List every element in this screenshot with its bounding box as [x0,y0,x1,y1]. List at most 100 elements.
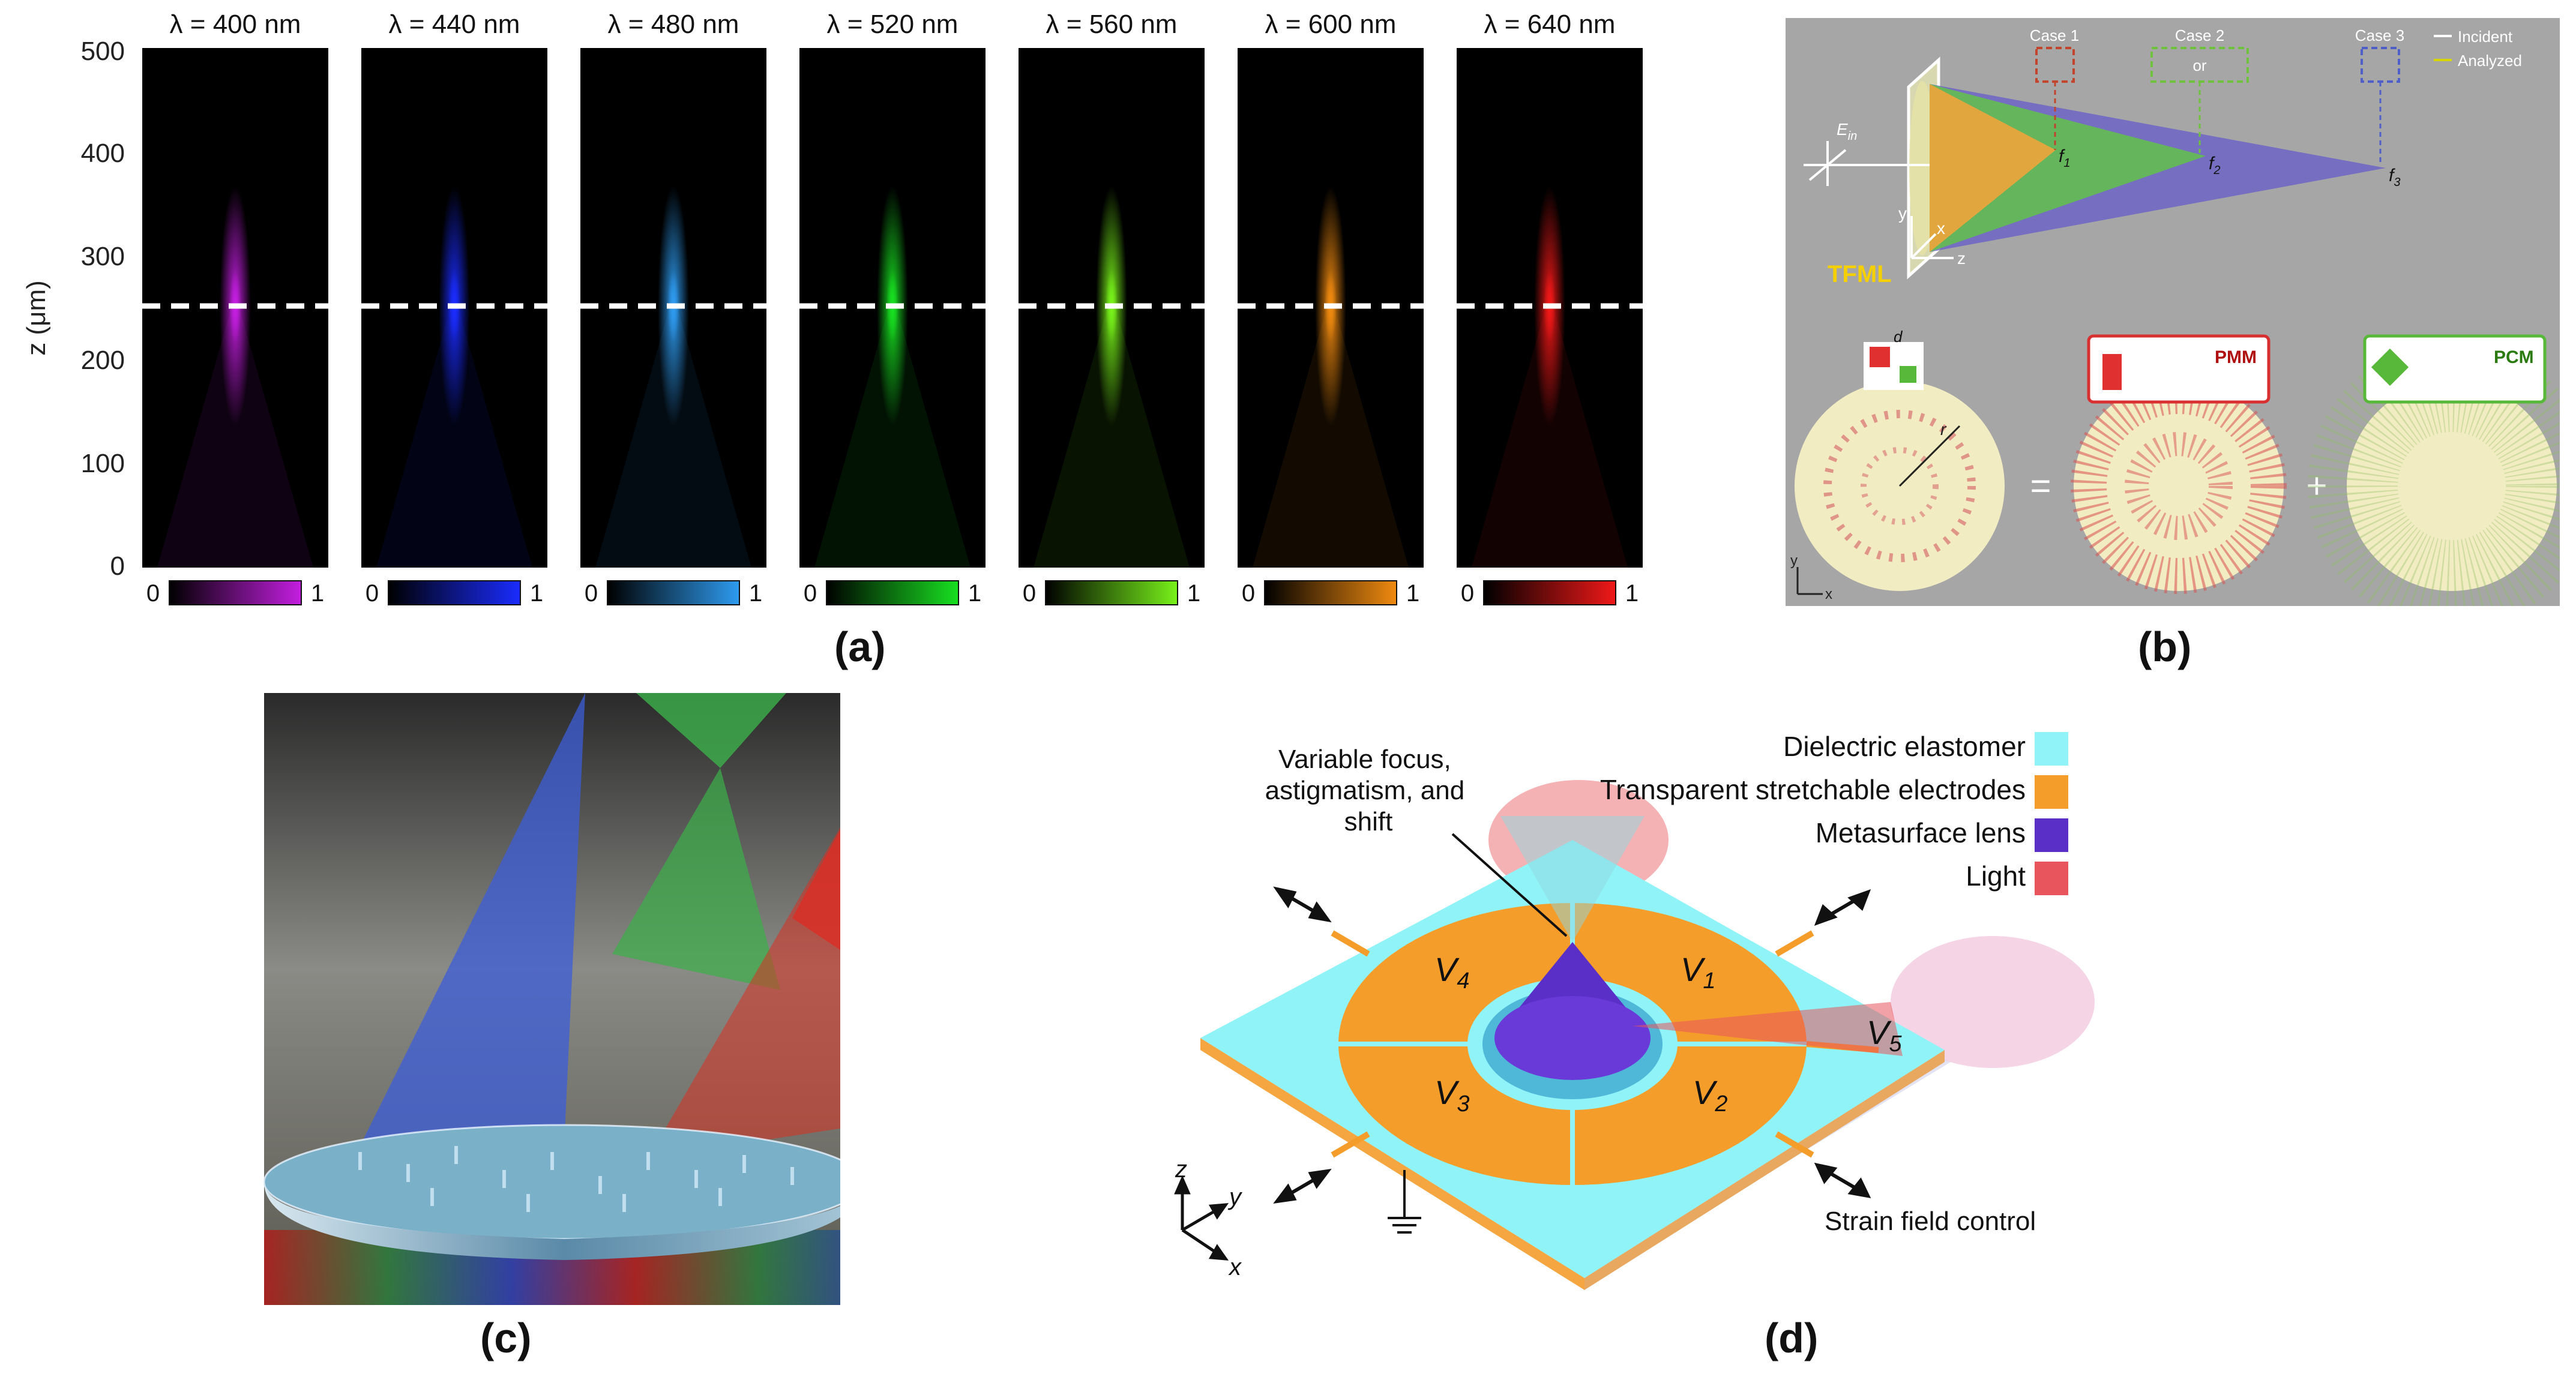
variable-focus-label: Variable focus, astigmatism, and shift [1265,745,1472,836]
panel-a-figure: z (μm) 500 400 300 200 100 0 λ = 400 nm0… [22,10,1643,607]
colorbar [607,580,740,605]
field-column: λ = 440 nm 0 1 [361,10,547,607]
ein-polarization-icon [1804,141,1852,186]
y-axis-label: z (μm) [22,280,51,356]
legend-label: Dielectric elastomer [1783,731,2026,762]
f2-label: f2 [2209,154,2220,177]
case-2-label: Case 2 [2175,26,2224,44]
elastomer-side-right [1584,1050,1945,1290]
colorbar [1264,580,1397,605]
beam-cone [1253,294,1409,568]
colorbar-max: 1 [749,580,762,607]
panel-b-figure: Ein y z x TFML f1 f2 f3 Case 1 Case 2 or… [1786,18,2576,630]
colorbar-max: 1 [530,580,543,607]
y-tick-0: 0 [110,551,125,581]
corner-axes [1796,567,1823,595]
shifted-light-beam [1633,1002,1903,1056]
wavelength-label: λ = 400 nm [170,10,301,39]
voltage-v5: V5 [1867,1013,1902,1057]
f3-label: f3 [2389,166,2400,189]
metalens-disc-top [264,1125,840,1239]
y-tick-300: 300 [81,242,125,271]
case-1: Case 1 [2030,26,2079,150]
tfml-label: TFML [1828,261,1892,287]
beam-cone [376,294,532,568]
voltage-v3: V3 [1434,1073,1470,1117]
colorbar-max: 1 [968,580,981,607]
lens-axis-x: x [1937,219,1945,238]
cell-size-label: d [1894,328,1903,346]
legend-incident: Incident [2458,28,2513,46]
axis-z: z [1175,1156,1187,1183]
wavelength-label: λ = 560 nm [1046,10,1178,39]
radius-label: r [1940,420,1947,439]
caption-d: (d) [1765,1315,1819,1361]
tunable-metalens-diagram: V4 V1 V3 V2 V5 Variable focus, astigmati… [1174,731,2095,1290]
wavelength-label: λ = 600 nm [1265,10,1397,39]
beam-cone [1472,294,1628,568]
colorbar-max: 1 [311,580,324,607]
pcm-label: PCM [2494,347,2534,367]
colorbar [169,580,302,605]
beam-cone [1034,294,1190,568]
strain-field-label: Strain field control [1825,1207,2036,1236]
wavelength-label: λ = 480 nm [608,10,739,39]
variable-focus-pointer [1451,833,1568,937]
caption-a: (a) [834,623,886,670]
case-1-label: Case 1 [2030,26,2079,44]
light-spot-right [1891,936,2095,1068]
colorbar-min: 0 [146,580,160,607]
blue-beam [342,693,585,1182]
colorbar-min: 0 [804,580,817,607]
case-2: Case 2 or [2150,26,2249,153]
legend-swatch [2035,732,2068,766]
colorbar-min: 0 [585,580,598,607]
colorbar-min: 0 [1023,580,1036,607]
plus-sign: + [2306,466,2327,506]
colorbar-min: 0 [1461,580,1474,607]
metalens-illustration [263,693,840,1305]
beam-cone-1 [1930,84,2056,252]
legend-label: Light [1966,860,2026,892]
nanopillar-array [358,1146,794,1212]
colorbar [1483,580,1616,605]
green-beam-lower [612,768,780,990]
caption-b: (b) [2138,623,2192,670]
lens-disc-full: r d [1795,328,2005,591]
case-3: Case 3 [2355,26,2404,165]
wavelength-label: λ = 440 nm [389,10,520,39]
lens-axes [1910,216,1954,259]
legend-swatch [2035,862,2068,895]
colorbar-max: 1 [1187,580,1200,607]
f1-label: f1 [2059,146,2070,170]
colorbar-max: 1 [1406,580,1419,607]
y-tick-400: 400 [81,139,125,168]
beam-cone [157,294,313,568]
green-beam [636,693,786,768]
y-tick-200: 200 [81,346,125,375]
colorbar [388,580,521,605]
axis-y: y [1227,1184,1243,1210]
beam-cone [595,294,751,568]
colorbar-max: 1 [1625,580,1639,607]
corner-axis-y: y [1790,553,1798,569]
lens-axis-z: z [1957,249,1966,268]
y-axis: z (μm) 500 400 300 200 100 0 [22,37,125,581]
y-tick-500: 500 [81,37,125,66]
elastomer-side [1200,1038,1584,1290]
strain-arrows [1273,886,1871,1204]
focused-light-cone [1500,816,1645,942]
voltage-v4: V4 [1434,950,1470,994]
panel-b: Ein y z x TFML f1 f2 f3 Case 1 Case 2 or… [1786,18,2576,684]
pmm-disc: PMM [2071,334,2287,594]
y-tick-100: 100 [81,449,125,478]
caption-c: (c) [480,1315,532,1361]
beam-cone [814,294,971,568]
colorbar-min: 0 [366,580,379,607]
